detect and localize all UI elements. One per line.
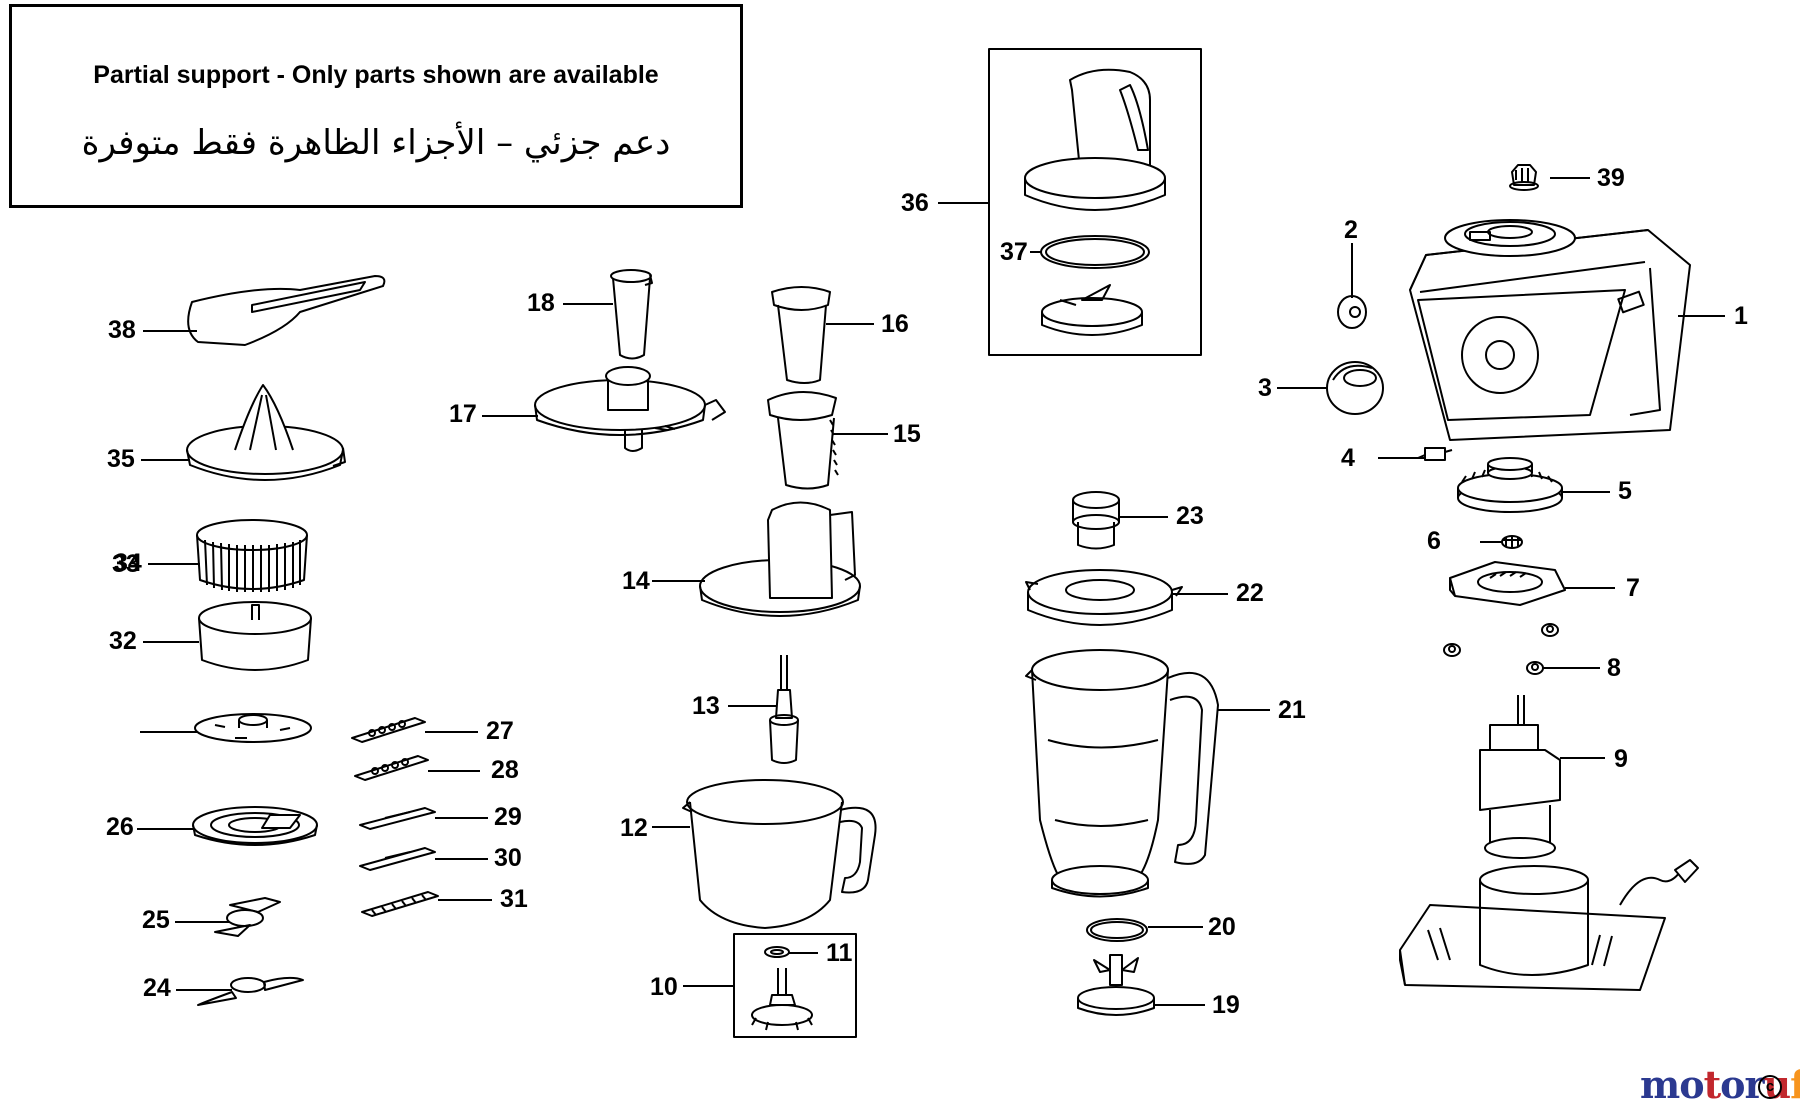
callout-7: 7 — [1626, 574, 1640, 602]
callout-30: 30 — [494, 844, 522, 872]
part-14-bowl-lid[interactable] — [699, 501, 861, 617]
callout-8: 8 — [1607, 654, 1621, 682]
part-25-dough-blade[interactable] — [214, 897, 281, 937]
part-39-coupling[interactable] — [1509, 164, 1539, 191]
part-9-motor[interactable] — [1479, 695, 1561, 859]
part-base-unit[interactable] — [1399, 859, 1699, 991]
callout-21: 21 — [1278, 696, 1306, 724]
callout-39: 39 — [1597, 164, 1625, 192]
part-33-juicer-bowl[interactable] — [198, 601, 312, 671]
callout-31: 31 — [500, 885, 528, 913]
part-8-rubber-feet[interactable] — [1443, 623, 1559, 675]
part-7-mount-plate[interactable] — [1449, 561, 1566, 606]
part-34-strainer[interactable] — [196, 519, 308, 592]
part-10-drive-coupling[interactable] — [751, 968, 813, 1031]
callout-37: 37 — [1000, 238, 1028, 266]
part-21-blender-jug[interactable] — [1025, 649, 1219, 898]
part-26-slicing-disc[interactable] — [192, 806, 318, 846]
callout-6: 6 — [1427, 527, 1441, 555]
callout-14: 14 — [622, 567, 650, 595]
wm-letter-4: o — [1720, 1062, 1745, 1107]
part-31-julienne-insert[interactable] — [361, 891, 439, 917]
callout-38: 38 — [108, 316, 136, 344]
callout-32: 32 — [109, 627, 137, 655]
callout-5: 5 — [1618, 477, 1632, 505]
callout-28: 28 — [491, 756, 519, 784]
part-11-washer[interactable] — [764, 946, 790, 958]
callout-34: 34 — [114, 549, 142, 577]
part-37-gasket[interactable] — [1040, 235, 1150, 269]
part-32-slicing-disc[interactable] — [194, 713, 312, 743]
callout-29: 29 — [494, 803, 522, 831]
part-35-citrus-press[interactable] — [186, 384, 346, 481]
callout-10: 10 — [650, 973, 678, 1001]
callout-9: 9 — [1614, 745, 1628, 773]
part-36-chopper-jar[interactable] — [1024, 68, 1166, 211]
callout-35: 35 — [107, 445, 135, 473]
callout-36: 36 — [901, 189, 929, 217]
notice-english: Partial support - Only parts shown are a… — [93, 61, 659, 89]
callout-12: 12 — [620, 814, 648, 842]
availability-notice: Partial support - Only parts shown are a… — [9, 4, 743, 208]
callout-24: 24 — [143, 974, 171, 1002]
wm-letter-5: r — [1744, 1062, 1765, 1107]
part-30-slicing-insert[interactable] — [359, 847, 436, 871]
part-38-spatula[interactable] — [187, 275, 386, 346]
part-19-blender-blade[interactable] — [1077, 954, 1155, 1016]
callout-19: 19 — [1212, 991, 1240, 1019]
part-22-blender-lid[interactable] — [1025, 569, 1183, 626]
callout-22: 22 — [1236, 579, 1264, 607]
wm-letter-1: m — [1640, 1062, 1680, 1107]
part-1-motor-housing[interactable] — [1409, 219, 1691, 441]
wm-letter-7: f — [1790, 1062, 1800, 1107]
callout-3: 3 — [1258, 374, 1272, 402]
part-16-feed-tube-insert[interactable] — [771, 286, 831, 384]
part-28-grating-insert[interactable] — [354, 755, 429, 781]
part-17-processor-lid[interactable] — [534, 366, 726, 452]
callout-33: 33 — [112, 550, 140, 578]
callout-17: 17 — [449, 400, 477, 428]
callout-23: 23 — [1176, 502, 1204, 530]
part-3-control-knob[interactable] — [1326, 361, 1384, 415]
notice-arabic: دعم جزئي – الأجزاء الظاهرة فقط متوفرة — [81, 123, 671, 163]
copyright-icon: c — [1758, 1075, 1782, 1099]
callout-26: 26 — [106, 813, 134, 841]
callout-16: 16 — [881, 310, 909, 338]
part-12-processor-bowl[interactable] — [682, 779, 877, 929]
part-27-grating-insert[interactable] — [351, 717, 426, 743]
wm-letter-3: t — [1703, 1062, 1722, 1107]
part-36-chopper-blade[interactable] — [1041, 284, 1143, 336]
part-18-food-pusher[interactable] — [610, 269, 653, 360]
callout-20: 20 — [1208, 913, 1236, 941]
part-23-measuring-cap[interactable] — [1072, 491, 1120, 550]
part-6-small-gear[interactable] — [1501, 535, 1523, 549]
part-24-chopping-blade[interactable] — [197, 976, 304, 1006]
leader-lines — [137, 177, 1725, 1006]
callout-13: 13 — [692, 692, 720, 720]
part-5-gear-ring[interactable] — [1457, 457, 1563, 513]
callout-2: 2 — [1344, 216, 1358, 244]
part-13-drive-shaft[interactable] — [769, 655, 799, 764]
callout-1: 1 — [1734, 302, 1748, 330]
callout-4: 4 — [1341, 444, 1355, 472]
wm-letter-2: o — [1679, 1062, 1704, 1107]
part-20-seal-ring[interactable] — [1086, 918, 1148, 942]
part-29-slicing-insert[interactable] — [359, 807, 436, 830]
callout-18: 18 — [527, 289, 555, 317]
part-2-knob[interactable] — [1337, 295, 1367, 329]
callout-25: 25 — [142, 906, 170, 934]
callout-11: 11 — [826, 939, 853, 967]
callout-15: 15 — [893, 420, 921, 448]
part-15-feed-tube[interactable] — [767, 390, 839, 490]
callout-27: 27 — [486, 717, 514, 745]
